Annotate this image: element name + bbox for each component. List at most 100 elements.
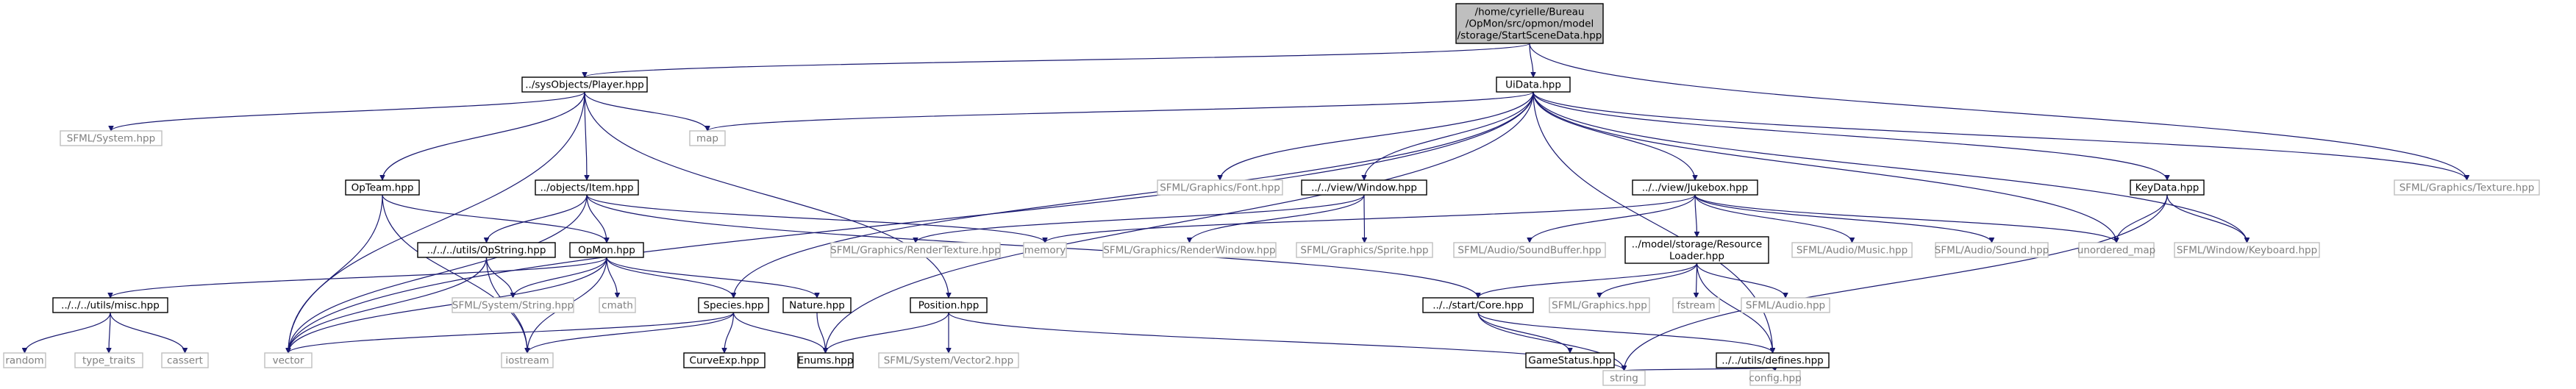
node-box-position bbox=[910, 297, 988, 313]
node-keydata[interactable]: KeyData.hpp bbox=[2130, 179, 2205, 196]
node-core[interactable]: ../../start/Core.hpp bbox=[1422, 297, 1534, 313]
node-box-sfml_sprite bbox=[1296, 242, 1433, 258]
node-label-type_traits: type_traits bbox=[82, 354, 135, 366]
node-box-curveexp bbox=[683, 352, 766, 368]
edge-misc-to-random bbox=[25, 312, 111, 354]
edge-core-to-string bbox=[1477, 312, 1624, 371]
node-opstring[interactable]: ../../../utils/OpString.hpp bbox=[417, 242, 556, 258]
node-box-sfml_texture bbox=[2394, 179, 2540, 196]
node-uidata[interactable]: UiData.hpp bbox=[1496, 76, 1571, 93]
node-species[interactable]: Species.hpp bbox=[698, 297, 769, 313]
edge-species-to-enums bbox=[732, 312, 826, 354]
edge-species-to-vector bbox=[288, 312, 735, 354]
node-sfml_system: SFML/System.hpp bbox=[60, 130, 163, 146]
node-label-resourceloader: ../model/storage/Resource bbox=[1632, 238, 1762, 250]
node-box-sfml_rendertexture bbox=[830, 242, 1001, 258]
node-box-cmath bbox=[599, 297, 636, 313]
node-label-resourceloader: Loader.hpp bbox=[1669, 250, 1724, 262]
edge-uidata-to-sfml_font bbox=[1220, 91, 1534, 180]
node-label-window: ../../view/Window.hpp bbox=[1311, 182, 1417, 193]
node-box-defines bbox=[1716, 352, 1830, 368]
node-box-item bbox=[535, 179, 639, 196]
node-label-uidata: UiData.hpp bbox=[1505, 79, 1561, 90]
node-defines[interactable]: ../../utils/defines.hpp bbox=[1716, 352, 1830, 368]
edge-player-to-sfml_system bbox=[111, 91, 585, 132]
edge-root-to-uidata bbox=[1529, 43, 1533, 77]
node-memory: memory bbox=[1023, 242, 1067, 258]
node-label-position: Position.hpp bbox=[918, 299, 980, 311]
node-box-uidata bbox=[1496, 76, 1571, 93]
edge-opmon-to-misc bbox=[110, 257, 607, 299]
node-label-sfml_music: SFML/Audio/Music.hpp bbox=[1797, 244, 1908, 256]
node-label-enums: Enums.hpp bbox=[798, 354, 854, 366]
edge-opmon-to-vector bbox=[288, 257, 607, 353]
node-box-sfml_soundbuffer bbox=[1453, 242, 1606, 258]
node-box-opteam bbox=[345, 179, 420, 196]
node-opteam[interactable]: OpTeam.hpp bbox=[345, 179, 420, 196]
edge-keydata-to-sfml_keyboard bbox=[2166, 194, 2247, 243]
edge-opstring-to-sfml_string bbox=[485, 257, 513, 298]
edge-uidata-to-map bbox=[707, 91, 1534, 132]
node-sfml_string: SFML/System/String.hpp bbox=[452, 297, 574, 313]
node-box-player bbox=[521, 76, 648, 93]
node-box-jukebox bbox=[1632, 179, 1758, 196]
node-box-map bbox=[689, 130, 726, 146]
edge-uidata-to-window bbox=[1364, 91, 1534, 180]
node-sfml_audio: SFML/Audio.hpp bbox=[1741, 297, 1830, 313]
node-label-random: random bbox=[5, 354, 43, 366]
edge-uidata-to-keydata bbox=[1533, 91, 2167, 181]
node-misc[interactable]: ../../../utils/misc.hpp bbox=[52, 297, 168, 313]
node-player[interactable]: ../sysObjects/Player.hpp bbox=[521, 76, 648, 93]
edge-jukebox-to-sfml_music bbox=[1694, 194, 1852, 243]
node-window[interactable]: ../../view/Window.hpp bbox=[1301, 179, 1427, 196]
node-jukebox[interactable]: ../../view/Jukebox.hpp bbox=[1632, 179, 1758, 196]
node-root[interactable]: /home/cyrielle/Bureau/OpMon/src/opmon/mo… bbox=[1455, 3, 1604, 44]
node-sfml_sprite: SFML/Graphics/Sprite.hpp bbox=[1296, 242, 1433, 258]
node-string: string bbox=[1602, 370, 1646, 386]
node-label-fstream: fstream bbox=[1677, 299, 1715, 311]
node-map: map bbox=[689, 130, 726, 146]
node-label-sfml_sprite: SFML/Graphics/Sprite.hpp bbox=[1300, 244, 1428, 256]
node-label-jukebox: ../../view/Jukebox.hpp bbox=[1642, 182, 1748, 193]
node-label-sfml_sound: SFML/Audio/Sound.hpp bbox=[1935, 244, 2049, 256]
node-box-cassert bbox=[161, 352, 209, 368]
node-type_traits: type_traits bbox=[74, 352, 143, 368]
edge-resourceloader-to-sfml_audio bbox=[1696, 263, 1786, 299]
node-label-iostream: iostream bbox=[505, 354, 549, 366]
node-sfml_music: SFML/Audio/Music.hpp bbox=[1791, 242, 1913, 258]
node-box-sfml_sound bbox=[1935, 242, 2049, 258]
node-gamestatus[interactable]: GameStatus.hpp bbox=[1525, 352, 1615, 368]
node-enums[interactable]: Enums.hpp bbox=[797, 352, 854, 368]
node-box-keydata bbox=[2130, 179, 2205, 196]
edge-opteam-to-vector bbox=[288, 194, 383, 353]
node-label-sfml_rendertexture: SFML/Graphics/RenderTexture.hpp bbox=[830, 244, 1001, 256]
node-label-sfml_renderwindow: SFML/Graphics/RenderWindow.hpp bbox=[1103, 244, 1275, 256]
node-sfml_rendertexture: SFML/Graphics/RenderTexture.hpp bbox=[830, 242, 1001, 258]
node-label-vector: vector bbox=[273, 354, 304, 366]
edge-species-to-iostream bbox=[527, 312, 735, 354]
node-nature[interactable]: Nature.hpp bbox=[782, 297, 852, 313]
edge-species-to-curveexp bbox=[724, 312, 735, 353]
node-cmath: cmath bbox=[599, 297, 636, 313]
node-position[interactable]: Position.hpp bbox=[910, 297, 988, 313]
edge-resourceloader-to-core bbox=[1478, 263, 1698, 299]
edge-player-to-opteam bbox=[382, 91, 585, 180]
node-opmon[interactable]: OpMon.hpp bbox=[569, 242, 644, 258]
edge-misc-to-cassert bbox=[110, 312, 185, 354]
node-box-misc bbox=[52, 297, 168, 313]
node-item[interactable]: ../objects/Item.hpp bbox=[535, 179, 639, 196]
node-sfml_font: SFML/Graphics/Font.hpp bbox=[1157, 179, 1283, 196]
node-box-type_traits bbox=[74, 352, 143, 368]
edge-uidata-to-species bbox=[734, 91, 1534, 298]
node-label-root: /OpMon/src/opmon/model bbox=[1466, 18, 1594, 29]
node-label-sfml_soundbuffer: SFML/Audio/SoundBuffer.hpp bbox=[1458, 244, 1601, 256]
node-curveexp[interactable]: CurveExp.hpp bbox=[683, 352, 766, 368]
node-box-root bbox=[1455, 3, 1604, 44]
edge-jukebox-to-unordered_map bbox=[1694, 194, 2116, 243]
node-label-species: Species.hpp bbox=[704, 299, 764, 311]
edge-uidata-to-jukebox bbox=[1533, 91, 1695, 180]
node-box-sfml_system bbox=[60, 130, 163, 146]
edge-player-to-map bbox=[584, 91, 707, 132]
edge-opmon-to-sfml_string bbox=[513, 257, 607, 299]
